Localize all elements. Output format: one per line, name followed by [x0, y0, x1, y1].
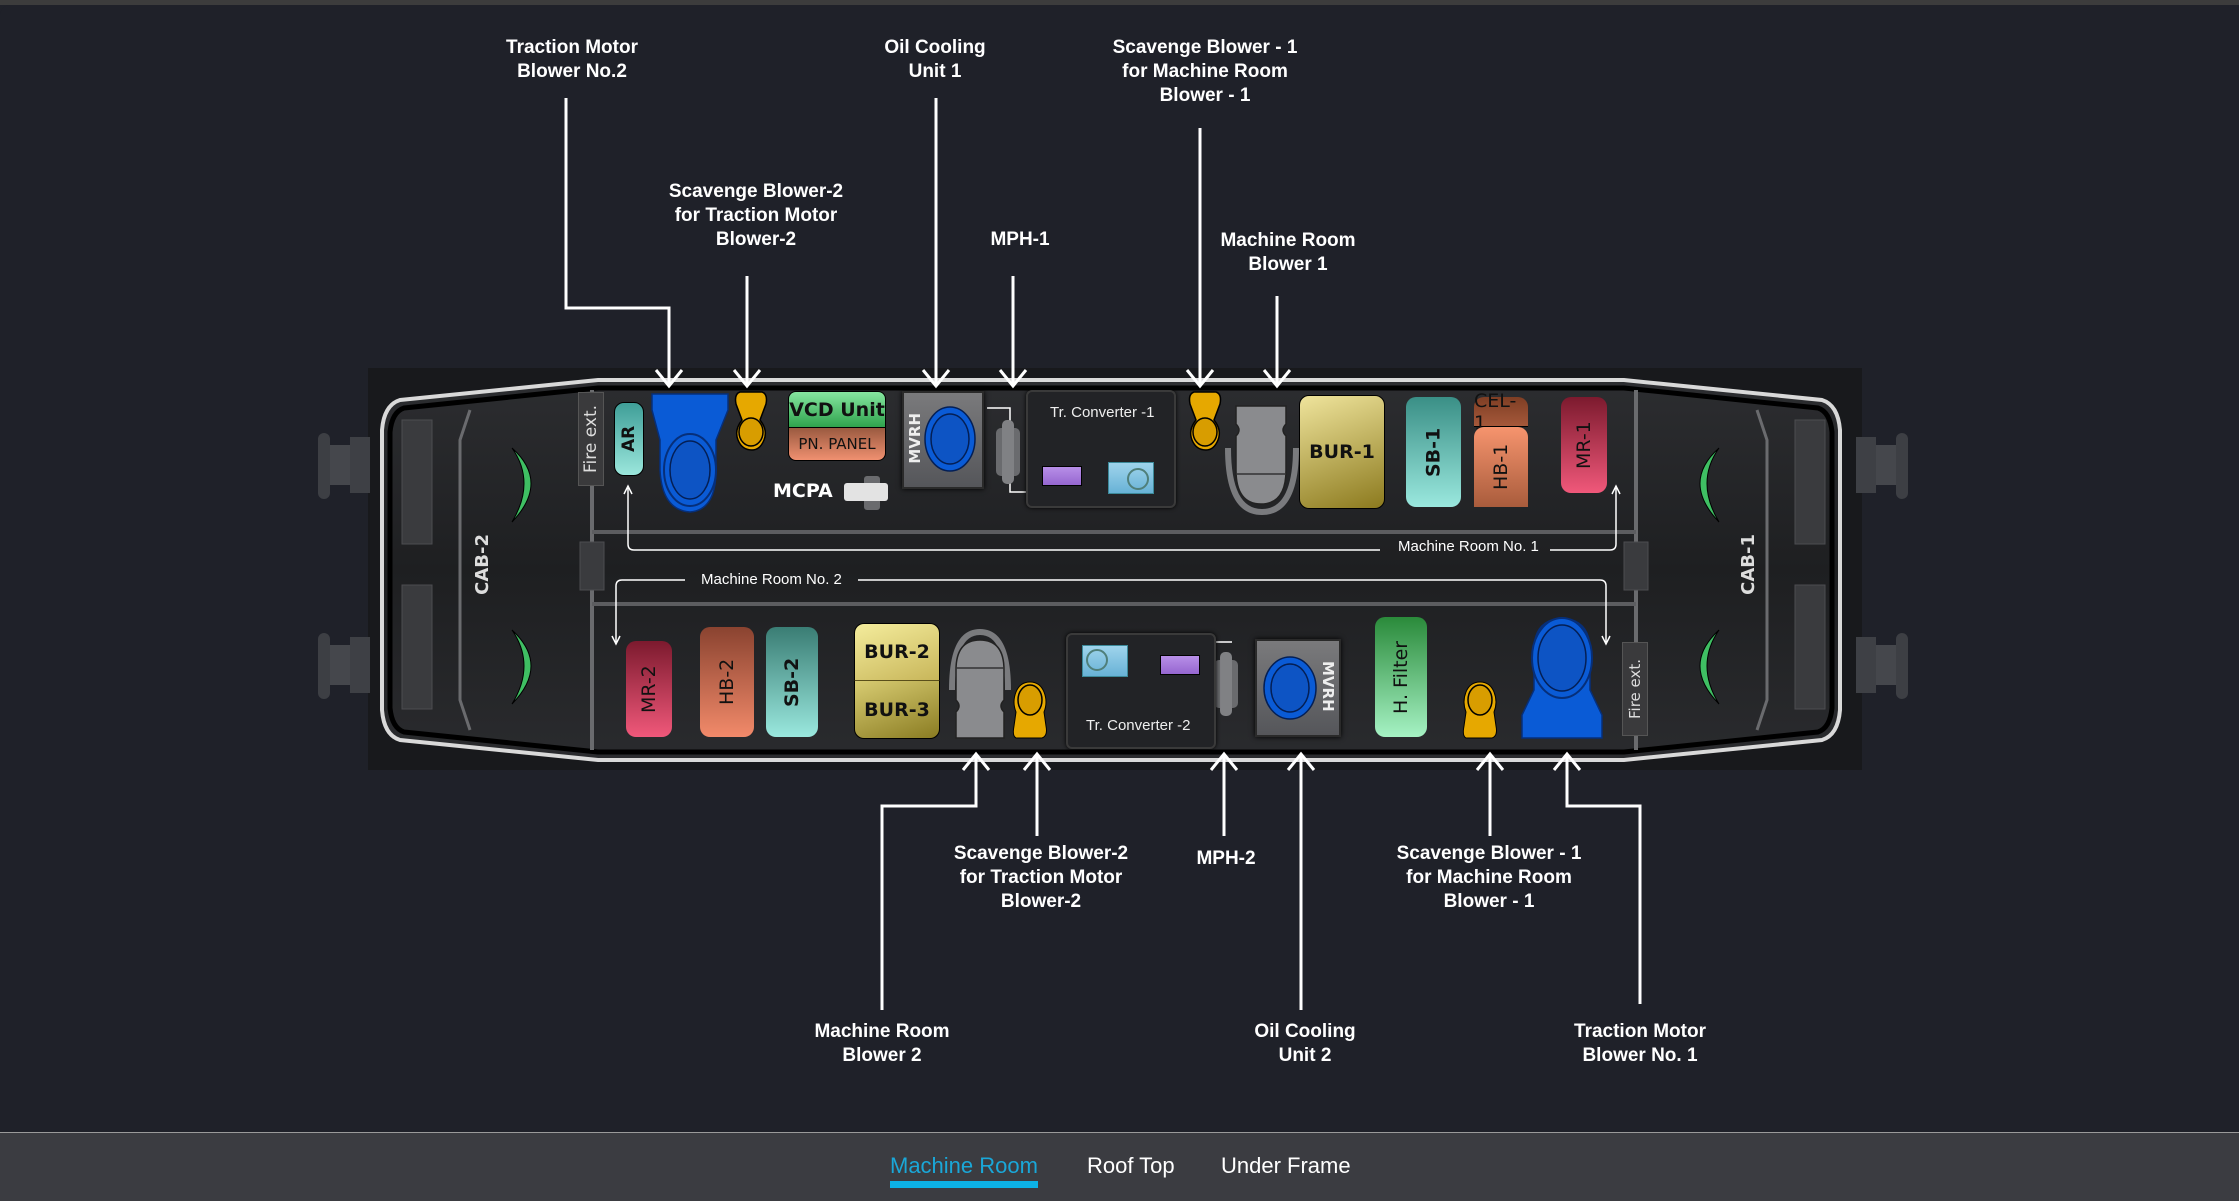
hb-1[interactable]: HB-1: [1474, 427, 1528, 507]
callout-mph-2: MPH-2: [1196, 848, 1256, 869]
converter-2-blue-module: [1082, 645, 1128, 677]
view-tab-bar: Machine Room Roof Top Under Frame: [0, 1132, 2239, 1201]
tab-roof-top[interactable]: Roof Top: [1087, 1153, 1175, 1178]
callout-traction-motor-blower-1: Traction Motor Blower No. 1: [1574, 1021, 1706, 1066]
callout-machine-room-blower-1: Machine Room Blower 1: [1220, 230, 1356, 275]
traction-converter-2[interactable]: Tr. Converter -2: [1066, 633, 1216, 749]
callout-scavenge-blower-1-bottom: Scavenge Blower - 1 for Machine Room Blo…: [1396, 843, 1582, 912]
callout-traction-motor-blower-2: Traction Motor Blower No.2: [506, 37, 638, 82]
converter-1-blue-module: [1108, 462, 1154, 494]
bur-3[interactable]: BUR-3: [854, 681, 940, 739]
mr-2[interactable]: MR-2: [626, 641, 672, 737]
cab-2-label: CAB-2: [472, 534, 493, 595]
tab-under-frame[interactable]: Under Frame: [1221, 1153, 1351, 1178]
traction-converter-1-label: Tr. Converter -1: [1050, 404, 1155, 421]
bur-2[interactable]: BUR-2: [854, 623, 940, 681]
traction-converter-1[interactable]: Tr. Converter -1: [1026, 390, 1176, 508]
callout-scavenge-blower-1-top: Scavenge Blower - 1 for Machine Room Blo…: [1112, 37, 1298, 106]
fire-extinguisher-bottom[interactable]: Fire ext.: [1622, 642, 1648, 736]
mvrh-top-label: MVRH: [906, 413, 924, 464]
callout-oil-cooling-unit-1: Oil Cooling Unit 1: [884, 37, 986, 82]
mvrh-top[interactable]: MVRH: [902, 391, 984, 489]
machine-room-1-label: Machine Room No. 1: [1398, 538, 1539, 555]
window-top-bar: [0, 0, 2239, 5]
mcpa-label: MCPA: [773, 480, 833, 502]
h-filter[interactable]: H. Filter: [1375, 617, 1427, 737]
fire-extinguisher-top[interactable]: Fire ext.: [578, 392, 604, 486]
bur-1[interactable]: BUR-1: [1299, 395, 1385, 509]
converter-2-purple-module: [1160, 655, 1200, 675]
hb-2[interactable]: HB-2: [700, 627, 754, 737]
cab-1-label: CAB-1: [1738, 534, 1759, 595]
mvrh-bottom-label: MVRH: [1319, 661, 1337, 712]
converter-1-purple-module: [1042, 466, 1082, 486]
oil-cooling-unit-2: [1263, 656, 1317, 720]
vcd-unit[interactable]: VCD Unit: [788, 391, 886, 427]
callout-scavenge-blower-2-top: Scavenge Blower-2 for Traction Motor Blo…: [668, 181, 844, 250]
oil-cooling-unit-1: [924, 406, 976, 472]
callout-oil-cooling-unit-2: Oil Cooling Unit 2: [1254, 1021, 1356, 1066]
callout-machine-room-blower-2: Machine Room Blower 2: [814, 1021, 950, 1066]
ar-tank[interactable]: AR: [614, 402, 644, 476]
sb-1[interactable]: SB-1: [1406, 397, 1461, 507]
machine-room-2-label: Machine Room No. 2: [701, 571, 842, 588]
mvrh-bottom[interactable]: MVRH: [1255, 639, 1341, 737]
cel-1[interactable]: CEL-1: [1474, 390, 1528, 434]
callout-scavenge-blower-2-bottom: Scavenge Blower-2 for Traction Motor Blo…: [953, 843, 1129, 912]
tab-machine-room[interactable]: Machine Room: [890, 1153, 1038, 1188]
mr-1[interactable]: MR-1: [1561, 397, 1607, 493]
traction-converter-2-label: Tr. Converter -2: [1086, 717, 1191, 734]
sb-2[interactable]: SB-2: [766, 627, 818, 737]
callout-mph-1: MPH-1: [990, 229, 1050, 250]
pn-panel[interactable]: PN. PANEL: [788, 427, 886, 461]
